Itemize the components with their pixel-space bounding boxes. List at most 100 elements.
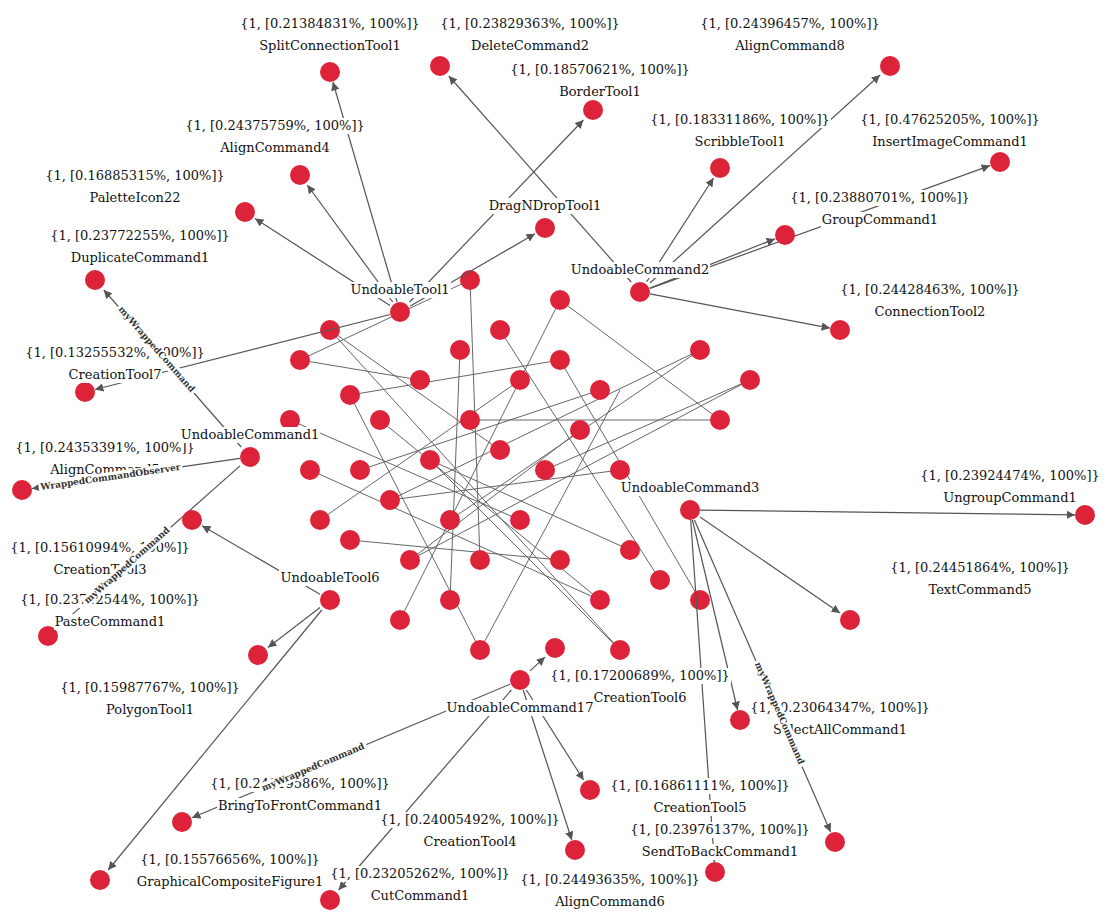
node-name: DeleteCommand2 [470,38,590,54]
graph-node: UndoableCommand17 [510,670,530,690]
node-name: GraphicalCompositeFigure1 [136,874,324,890]
connector [650,75,880,283]
connector [650,294,830,328]
node-name: UndoableTool1 [349,282,450,298]
connector [333,82,397,302]
weight-label: {1, [0.24375759%, 100%]} [184,118,366,134]
graph-node: {1, [0.18331186%, 100%]}ScribbleTool1 [710,158,730,178]
graph-node: DragNDropTool1 [535,218,555,238]
graph-node: {1, [0.23205262%, 100%]}CutCommand1 [320,890,340,910]
weight-label: {1, [0.15610994%, 100%]} [9,540,191,556]
node-name: DuplicateCommand1 [70,250,211,266]
connector [108,610,322,870]
background-links [290,280,750,650]
graph-node: {1, [0.24353391%, 100%]}AlignCommand5 [12,480,32,500]
graph-node: {1, [0.47625205%, 100%]}InsertImageComma… [990,152,1010,172]
weight-label: {1, [0.18570621%, 100%]} [509,62,691,78]
weight-label: {1, [0.17200689%, 100%]} [549,668,731,684]
connector [530,657,545,671]
graph-node: {1, [0.23064347%, 100%]}SelectAllCommand… [730,710,750,730]
graph-node: {1, [0.13255532%, 100%]}CreationTool7 [75,382,95,402]
background-dots [280,270,760,660]
weight-label: {1, [0.24451864%, 100%]} [889,560,1071,576]
node-name: CreationTool7 [68,367,163,383]
graph-node: {1, [0.16861111%, 100%]}CreationTool5 [580,780,600,800]
connector [700,517,840,613]
graph-node: {1, [0.23829363%, 100%]}DeleteCommand2 [430,56,450,76]
node-name: AlignCommand4 [219,140,331,156]
graph-node: UndoableCommand3 [680,500,700,520]
weight-label: {1, [0.23880701%, 100%]} [789,190,971,206]
weight-label: {1, [0.23829363%, 100%]} [439,16,621,32]
graph-node: {1, [0.23772255%, 100%]}DuplicateCommand… [85,270,105,290]
node-name: UndoableCommand17 [446,700,595,716]
connector [449,76,631,282]
node-name: PaletteIcon22 [88,190,181,206]
graph-node: {1, [0.24428463%, 100%]}ConnectionTool2 [830,320,850,340]
weight-label: {1, [0.16885315%, 100%]} [44,168,226,184]
weight-label: {1, [0.24005492%, 100%]} [379,812,561,828]
graph-node: {1, [0.15576656%, 100%]}GraphicalComposi… [90,870,110,890]
graph-node: {1, [0.23976137%, 100%]}SendToBackComman… [825,832,845,852]
graph-node: {1, [0.24493635%, 100%]}AlignCommand6 [705,862,725,882]
weight-label: {1, [0.21384831%, 100%]} [239,16,421,32]
node-name: ScribbleTool1 [694,134,787,150]
node-name: CreationTool6 [593,690,688,706]
graph-node: {1, [0.15987767%, 100%]}PolygonTool1 [248,645,268,665]
node-name: DragNDropTool1 [488,198,603,214]
node-name: UndoableTool6 [279,570,380,586]
graph-node: {1, [0.23880701%, 100%]}GroupCommand1 [775,225,795,245]
graph-node: {1, [0.17200689%, 100%]}CreationTool6 [545,638,565,658]
graph-node: {1, [0.23712544%, 100%]}PasteCommand1 [38,626,58,646]
node-name: ConnectionTool2 [874,304,987,320]
weight-label: {1, [0.24428463%, 100%]} [839,282,1021,298]
weight-label: {1, [0.23205262%, 100%]} [329,866,511,882]
node-name: UndoableCommand1 [180,427,321,443]
weight-label: {1, [0.16861111%, 100%]} [609,778,791,794]
connector [700,510,1075,515]
graph-node: {1, [0.24005492%, 100%]}CreationTool4 [565,840,585,860]
node-name: GroupCommand1 [821,212,939,228]
node-name: SendToBackCommand1 [641,844,799,860]
weight-label: {1, [0.24493635%, 100%]} [519,872,701,888]
node-name: UngroupCommand1 [942,490,1078,506]
weight-label: {1, [0.24353391%, 100%]} [14,440,196,456]
node-name: PolygonTool1 [105,702,195,718]
graph-node: UndoableCommand1 [240,447,260,467]
weight-label: {1, [0.13255532%, 100%]} [24,345,206,361]
weight-label: {1, [0.15987767%, 100%]} [59,680,241,696]
node-name: CutCommand1 [370,888,471,904]
node-name: UndoableCommand3 [620,480,761,496]
graph-node: {1, [0.24019586%, 100%]}BringToFrontComm… [172,812,192,832]
weight-label: {1, [0.23772255%, 100%]} [49,228,231,244]
weight-label: {1, [0.23924474%, 100%]} [919,468,1101,484]
graph-node: {1, [0.24375759%, 100%]}AlignCommand4 [290,165,310,185]
node-name: PasteCommand1 [54,614,167,630]
graph-node: {1, [0.24396457%, 100%]}AlignCommand8 [880,56,900,76]
connector [268,608,320,648]
weight-label: {1, [0.23976137%, 100%]} [629,822,811,838]
weight-label: {1, [0.18331186%, 100%]} [649,112,831,128]
node-name: AlignCommand8 [734,38,846,54]
node-name: BorderTool1 [558,84,642,100]
weight-label: {1, [0.15576656%, 100%]} [139,852,321,868]
node-name: TextCommand5 [927,582,1032,598]
graph-node: UndoableTool1 [390,302,410,322]
graph-node: {1, [0.21384831%, 100%]}SplitConnectionT… [320,62,340,82]
node-name: InsertImageCommand1 [871,134,1029,150]
node-name: SplitConnectionTool1 [258,38,402,54]
weight-label: {1, [0.24396457%, 100%]} [699,16,881,32]
node-name: CreationTool4 [423,834,518,850]
graph-node: {1, [0.24451864%, 100%]}TextCommand5 [840,610,860,630]
weight-label: {1, [0.47625205%, 100%]} [859,112,1041,128]
graph-node: UndoableCommand2 [630,282,650,302]
graph-node: {1, [0.23924474%, 100%]}UngroupCommand1 [1075,505,1095,525]
graph-node: {1, [0.15610994%, 100%]}CreationTool3 [182,510,202,530]
weight-label: {1, [0.23712544%, 100%]} [19,592,201,608]
node-name: AlignCommand6 [554,894,666,910]
graph-node: {1, [0.16885315%, 100%]}PaletteIcon22 [235,202,255,222]
graph-node: {1, [0.18570621%, 100%]}BorderTool1 [583,100,603,120]
node-name: BringToFrontCommand1 [217,798,383,814]
node-name: UndoableCommand2 [570,262,711,278]
